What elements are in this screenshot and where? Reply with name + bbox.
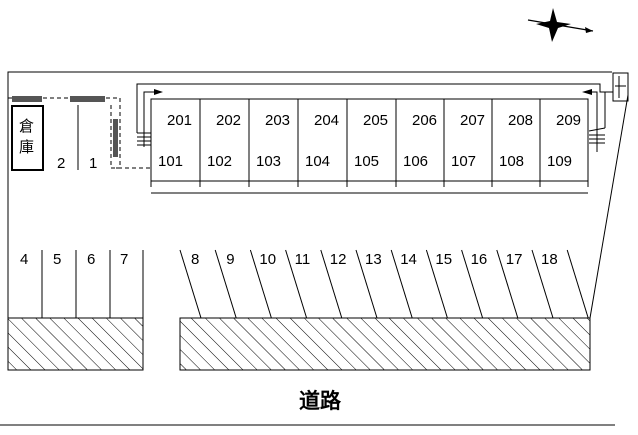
parking-lot: 4 5 6 7 8 9 10 11 12 13 14 15 16 17 18 [20, 249, 589, 319]
stall-line [566, 249, 589, 319]
stall-line [320, 249, 343, 319]
parking-stall-label: 18 [541, 251, 558, 268]
stall-line [425, 249, 448, 319]
compass-icon [527, 8, 594, 42]
apartment-building: 201 101 202 102 203 103 204 104 205 105 206 106 207 1… [150, 98, 589, 194]
unit-label-lower: 101 [158, 153, 183, 170]
unit-label-upper: 202 [216, 112, 241, 129]
unit-label-upper: 207 [460, 112, 485, 129]
unit-label-upper: 201 [167, 112, 192, 129]
storage-label: 倉 [19, 118, 34, 135]
unit-label-lower: 103 [256, 153, 281, 170]
site-boundary [7, 71, 629, 319]
parking-stall-label: 11 [295, 251, 311, 268]
walkway-left [136, 83, 605, 147]
parking-stall-label: 13 [365, 251, 382, 268]
parking-stall-label: 4 [20, 251, 28, 268]
unit-label-upper: 206 [412, 112, 437, 129]
parking-stall-label: 12 [330, 251, 347, 268]
hedge [70, 96, 105, 102]
stall-line [179, 249, 202, 319]
utility-box [605, 72, 629, 102]
unit-label-lower: 109 [547, 153, 572, 170]
stall-line [390, 249, 413, 319]
parking-stall-label: 9 [226, 251, 234, 268]
storage-label: 庫 [19, 139, 34, 156]
stall-line [214, 249, 237, 319]
storage-area: 倉 庫 2 1 [8, 96, 151, 172]
unit-label-upper: 209 [556, 112, 581, 129]
parking-stall-label: 17 [506, 251, 523, 268]
stall-line [531, 249, 554, 319]
parking-stall-label: 7 [120, 251, 128, 268]
unit-label-lower: 108 [499, 153, 524, 170]
unit-label-upper: 208 [508, 112, 533, 129]
walkway-right [582, 89, 606, 152]
hedge [113, 119, 118, 157]
unit-label-upper: 204 [314, 112, 339, 129]
parking-stall-label: 16 [471, 251, 488, 268]
stall-line [461, 249, 484, 319]
parking-stall-label: 8 [191, 251, 199, 268]
hedge [12, 96, 42, 102]
parking-stall-label: 14 [400, 251, 417, 268]
road-label: 道路 [299, 389, 342, 413]
unit-label-lower: 102 [207, 153, 232, 170]
stall-line [285, 249, 308, 319]
planting-strip-right [179, 317, 591, 371]
unit-label-lower: 104 [305, 153, 330, 170]
unit-label-lower: 105 [354, 153, 379, 170]
stall-line [249, 249, 272, 319]
parking-stall-label: 10 [259, 251, 276, 268]
storage-shed [11, 105, 44, 171]
unit-label-lower: 107 [451, 153, 476, 170]
stall-line [496, 249, 519, 319]
unit-label-lower: 106 [403, 153, 428, 170]
unit-label-upper: 203 [265, 112, 290, 129]
parking-stall-label: 6 [87, 251, 95, 268]
stall-line [355, 249, 378, 319]
parking-stall-label: 1 [89, 155, 97, 172]
planting-strip-left [7, 317, 144, 371]
parking-stall-label: 2 [57, 155, 65, 172]
parking-stall-label: 15 [435, 251, 452, 268]
parking-stall-label: 5 [53, 251, 61, 268]
unit-label-upper: 205 [363, 112, 388, 129]
